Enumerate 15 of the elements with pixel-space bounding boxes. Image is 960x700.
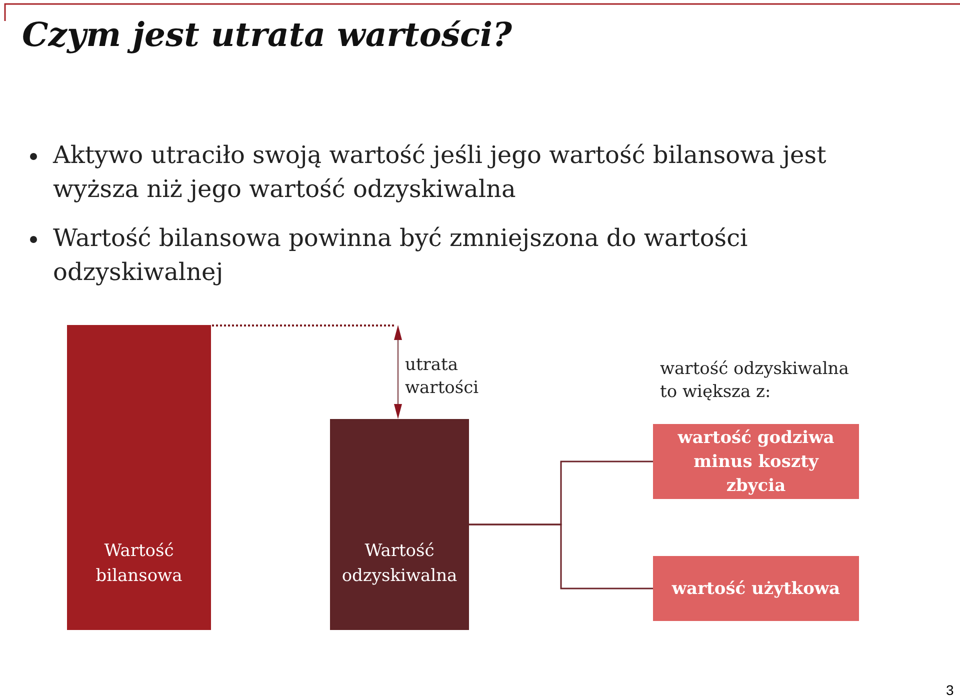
page-number: 3: [946, 682, 954, 698]
bar-label: Wartość odzyskiwalna: [340, 540, 458, 588]
box-label: wartość użytkowa: [672, 578, 840, 600]
value-bar: [330, 419, 469, 630]
slide-title: Czym jest utrata wartości?: [22, 15, 512, 55]
connector-line: [469, 524, 653, 590]
bar-label: Wartość bilansowa: [94, 540, 184, 588]
value-bar: [67, 325, 211, 630]
option-box: [653, 556, 859, 621]
note-text: wartość odzyskiwalna to większa z:: [660, 358, 850, 404]
bullet-text: Aktywo utraciło swoją wartość jeśli jego wartość bilansowa jest wyższa niż jego wartość odzyskiwalna: [53, 140, 828, 205]
option-box: [653, 424, 859, 499]
box-label: wartość godziwa minus koszty zbycia: [676, 426, 836, 498]
bullet-text: Wartość bilansowa powinna być zmniejszona do wartości odzyskiwalnej: [53, 223, 749, 288]
annotation-text: utrata wartości: [405, 354, 480, 400]
